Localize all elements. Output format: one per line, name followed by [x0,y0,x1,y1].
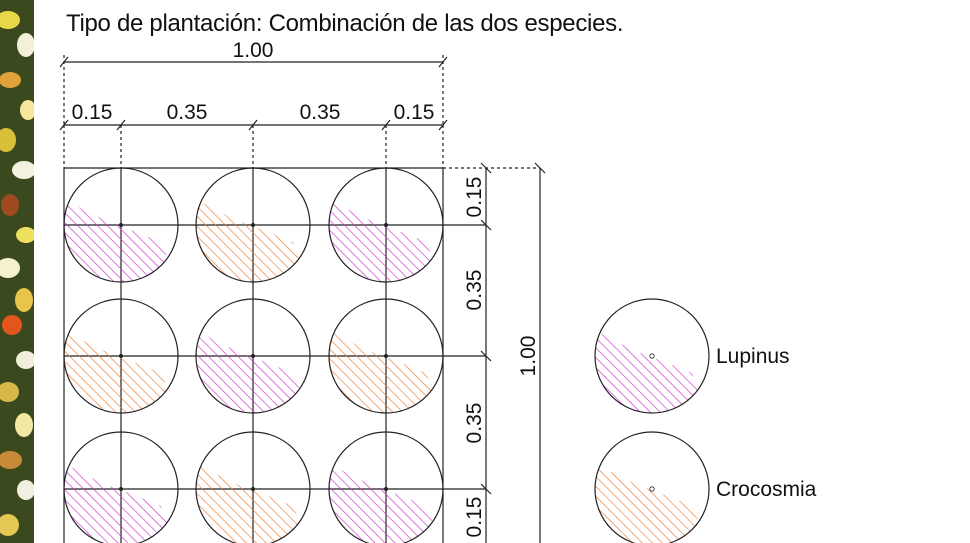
dim-top-segment-3: 0.35 [300,101,341,124]
flower-photo-strip [0,0,34,543]
dim-total-width: 1.00 [233,39,274,62]
side-dimension [443,162,546,543]
dim-side-segment-2: 0.35 [463,270,486,311]
legend-label-crocosmia: Crocosmia [716,478,817,501]
legend-label-lupinus: Lupinus [716,345,790,368]
dim-top-segment-1: 0.15 [72,101,113,124]
plant-lupinus-r1c1 [63,167,179,283]
plot-frame [63,167,486,543]
dim-side-segment-1: 0.15 [463,177,486,218]
plant-crocosmia-r2c3 [328,298,444,414]
legend-center-marker [649,486,655,492]
legend-center-marker [649,353,655,359]
plant-lupinus-r2c2 [195,298,311,414]
dim-top-segment-2: 0.35 [167,101,208,124]
page-title: Tipo de plantación: Combinación de las d… [66,10,624,37]
plant-lupinus-r3c3 [328,431,444,543]
plant-crocosmia-r3c2 [195,431,311,543]
plant-grid [63,167,444,543]
plant-crocosmia-r2c1 [63,298,179,414]
dim-side-segment-3: 0.35 [463,403,486,444]
plant-lupinus-r3c1 [63,431,179,543]
top-dimension [59,55,448,168]
plant-crocosmia-r1c2 [195,167,311,283]
dim-top-segment-4: 0.15 [394,101,435,124]
plant-lupinus-r1c3 [328,167,444,283]
dim-total-height: 1.00 [517,336,540,377]
dim-side-segment-4: 0.15 [463,497,486,538]
